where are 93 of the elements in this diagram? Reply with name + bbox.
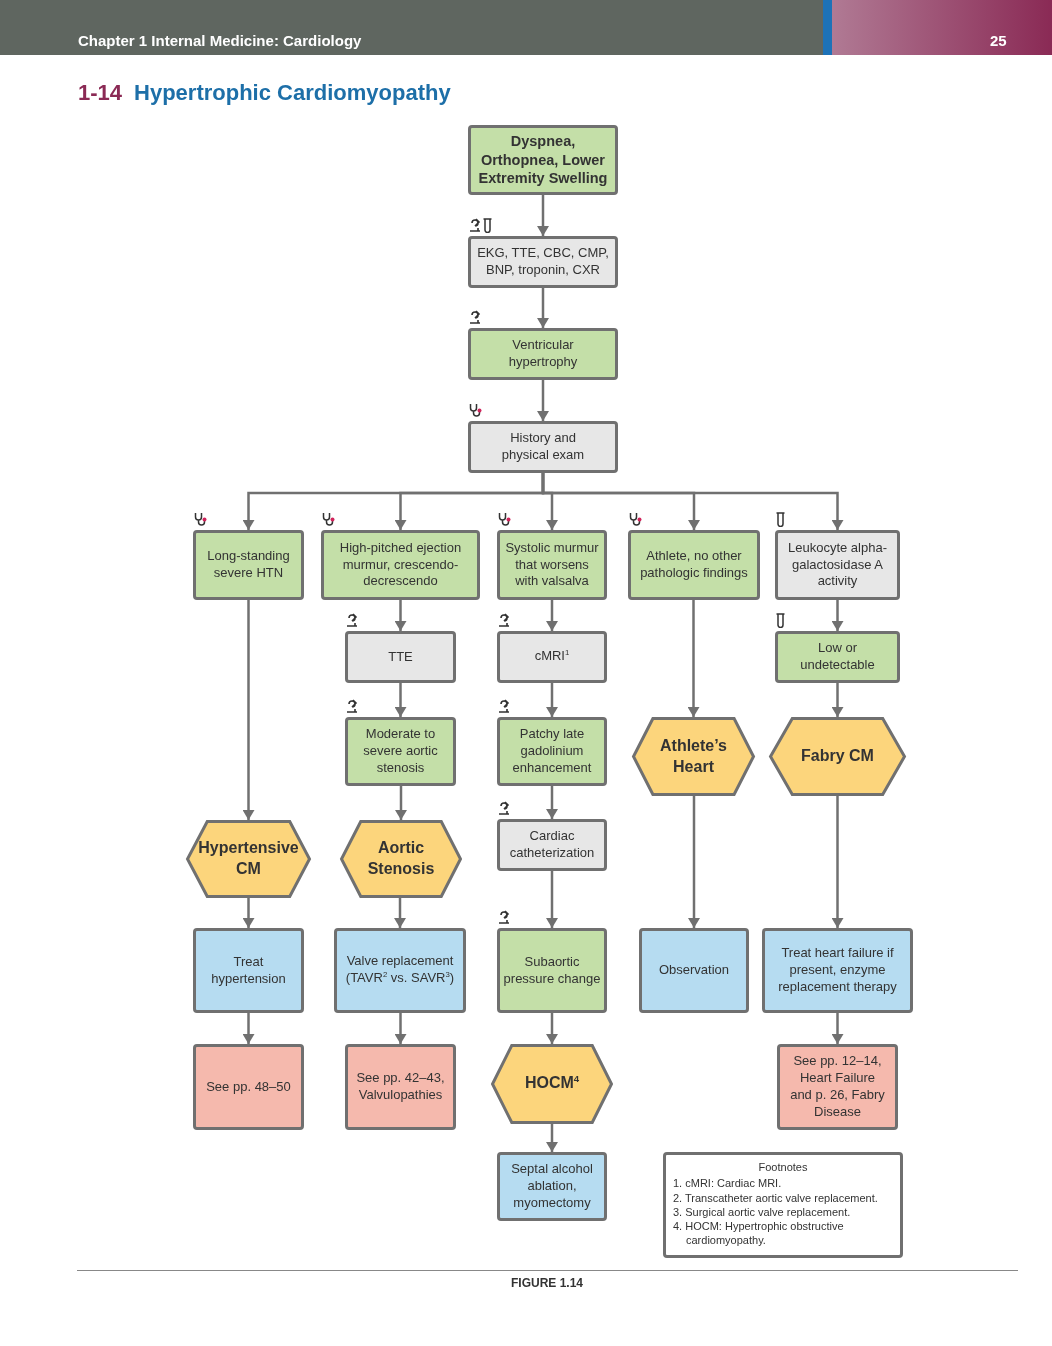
process-box: [497, 928, 607, 1013]
node-text: Cardiac catheterization: [509, 828, 595, 862]
footnote-text: 4. HOCM: Hypertrophic obstructive cardiomyopathy.: [673, 1219, 845, 1248]
process-box: [334, 928, 466, 1013]
arrow: [546, 786, 558, 819]
node-text: cMRI$^{1}$: [534, 648, 570, 666]
arrow: [546, 1124, 558, 1152]
node-text: History and physical exam: [500, 430, 586, 464]
node-text: Ventricular hypertrophy: [507, 337, 579, 371]
node-text: Dyspnea, Orthopnea, Lower Extremity Swelling: [477, 131, 609, 189]
node-text: Moderate to severe aortic stenosis: [362, 726, 439, 777]
node-text: Long-standing severe HTN: [206, 548, 291, 582]
node-text: TTE: [388, 648, 413, 666]
process-box: [497, 631, 607, 683]
process-box: [321, 530, 480, 600]
arrow: [831, 600, 844, 631]
chapter-heading: Chapter 1 Internal Medicine: Cardiology: [78, 32, 362, 49]
process-box: [468, 236, 618, 288]
node-text: Hypertensive CM: [197, 838, 300, 879]
figure-number: 1-14: [78, 80, 123, 106]
node-text: Subaortic pressure change: [502, 953, 602, 988]
process-box: [468, 328, 618, 380]
process-box: [628, 530, 760, 600]
footnote-text: 2. Transcatheter aortic valve replacement.: [673, 1190, 879, 1205]
node-text: Observation: [658, 962, 730, 979]
process-box: [193, 1044, 304, 1130]
process-box: [497, 1152, 607, 1221]
arrow: [394, 600, 407, 631]
arrow: [688, 796, 700, 928]
node-text: High-pitched ejection murmur, crescendo-decrescendo: [338, 539, 463, 591]
node-text: Patchy late gadolinium enhancement: [512, 726, 592, 777]
node-text: Fabry CM: [800, 746, 875, 767]
node-text: Valve replacement (TAVR$^{2}$ vs. SAVR$^{3}$): [344, 953, 456, 988]
process-box: [777, 1044, 898, 1130]
arrow: [394, 1013, 407, 1044]
arrow: [546, 600, 558, 631]
node-text: HOCM$^{4}$: [523, 1073, 581, 1094]
node-text: EKG, TTE, CBC, CMP, BNP, troponin, CXR: [476, 245, 610, 279]
page-number: 25: [990, 32, 1007, 49]
diagnosis-hexagon: [632, 717, 755, 796]
node-text: Systolic murmur that worsens with valsalva: [504, 539, 600, 591]
process-box: [345, 1044, 456, 1130]
process-box: [193, 530, 304, 600]
arrow: [541, 473, 844, 530]
arrow: [831, 683, 844, 717]
process-box: [468, 125, 618, 195]
node-text: Treat heart failure if present, enzyme replacement therapy: [777, 945, 898, 996]
arrow: [537, 380, 549, 421]
footnotes-box: [663, 1152, 903, 1258]
arrow: [537, 195, 549, 236]
footnote-text: 1. cMRI: Cardiac MRI.: [673, 1176, 783, 1191]
arrow: [546, 1013, 558, 1044]
process-box: [775, 530, 900, 600]
process-box: [497, 819, 607, 871]
arrow: [242, 898, 255, 928]
arrow: [537, 288, 549, 328]
node-text: Aortic Stenosis: [366, 838, 436, 879]
process-box: [497, 530, 607, 600]
node-text: See pp. 12–14, Heart Failure and p. 26, Fabry Disease: [790, 1053, 885, 1121]
process-box: [345, 717, 456, 786]
process-box: [497, 717, 607, 786]
arrow: [242, 1013, 255, 1044]
process-box: [193, 928, 304, 1013]
process-box: [468, 421, 618, 473]
diagnosis-hexagon: [769, 717, 906, 796]
process-box: [639, 928, 749, 1013]
figure-caption: FIGURE 1.14: [510, 1276, 584, 1290]
node-text: Low or undetectable: [799, 640, 876, 674]
node-text: Athlete, no other pathologic findings: [639, 548, 749, 582]
node-text: Athlete’s Heart: [659, 735, 728, 777]
node-text: See pp. 42–43, Valvulopathies: [355, 1070, 446, 1104]
node-text: Septal alcohol ablation, myomectomy: [510, 1161, 594, 1212]
diagnosis-hexagon: [491, 1044, 613, 1124]
process-box: [345, 631, 456, 683]
arrow: [395, 786, 407, 820]
footnotes-heading: Footnotes: [757, 1160, 809, 1175]
arrow: [687, 600, 700, 717]
figure-title: Hypertrophic Cardiomyopathy: [134, 80, 451, 106]
node-text: Treat hypertension: [210, 953, 287, 988]
process-box: [762, 928, 913, 1013]
arrow: [242, 600, 255, 820]
footnote-text: 3. Surgical aortic valve replacement.: [673, 1204, 852, 1220]
diagnosis-hexagon: [340, 820, 462, 898]
process-box: [775, 631, 900, 683]
node-text: See pp. 48–50: [206, 1078, 291, 1096]
arrow: [546, 871, 558, 928]
arrow: [394, 898, 406, 928]
arrow: [546, 683, 558, 717]
arrow: [831, 1013, 844, 1044]
node-text: Leukocyte alpha-galactosidase A activity: [787, 539, 888, 591]
arrow: [394, 683, 407, 717]
diagnosis-hexagon: [186, 820, 311, 898]
arrow: [831, 796, 844, 928]
